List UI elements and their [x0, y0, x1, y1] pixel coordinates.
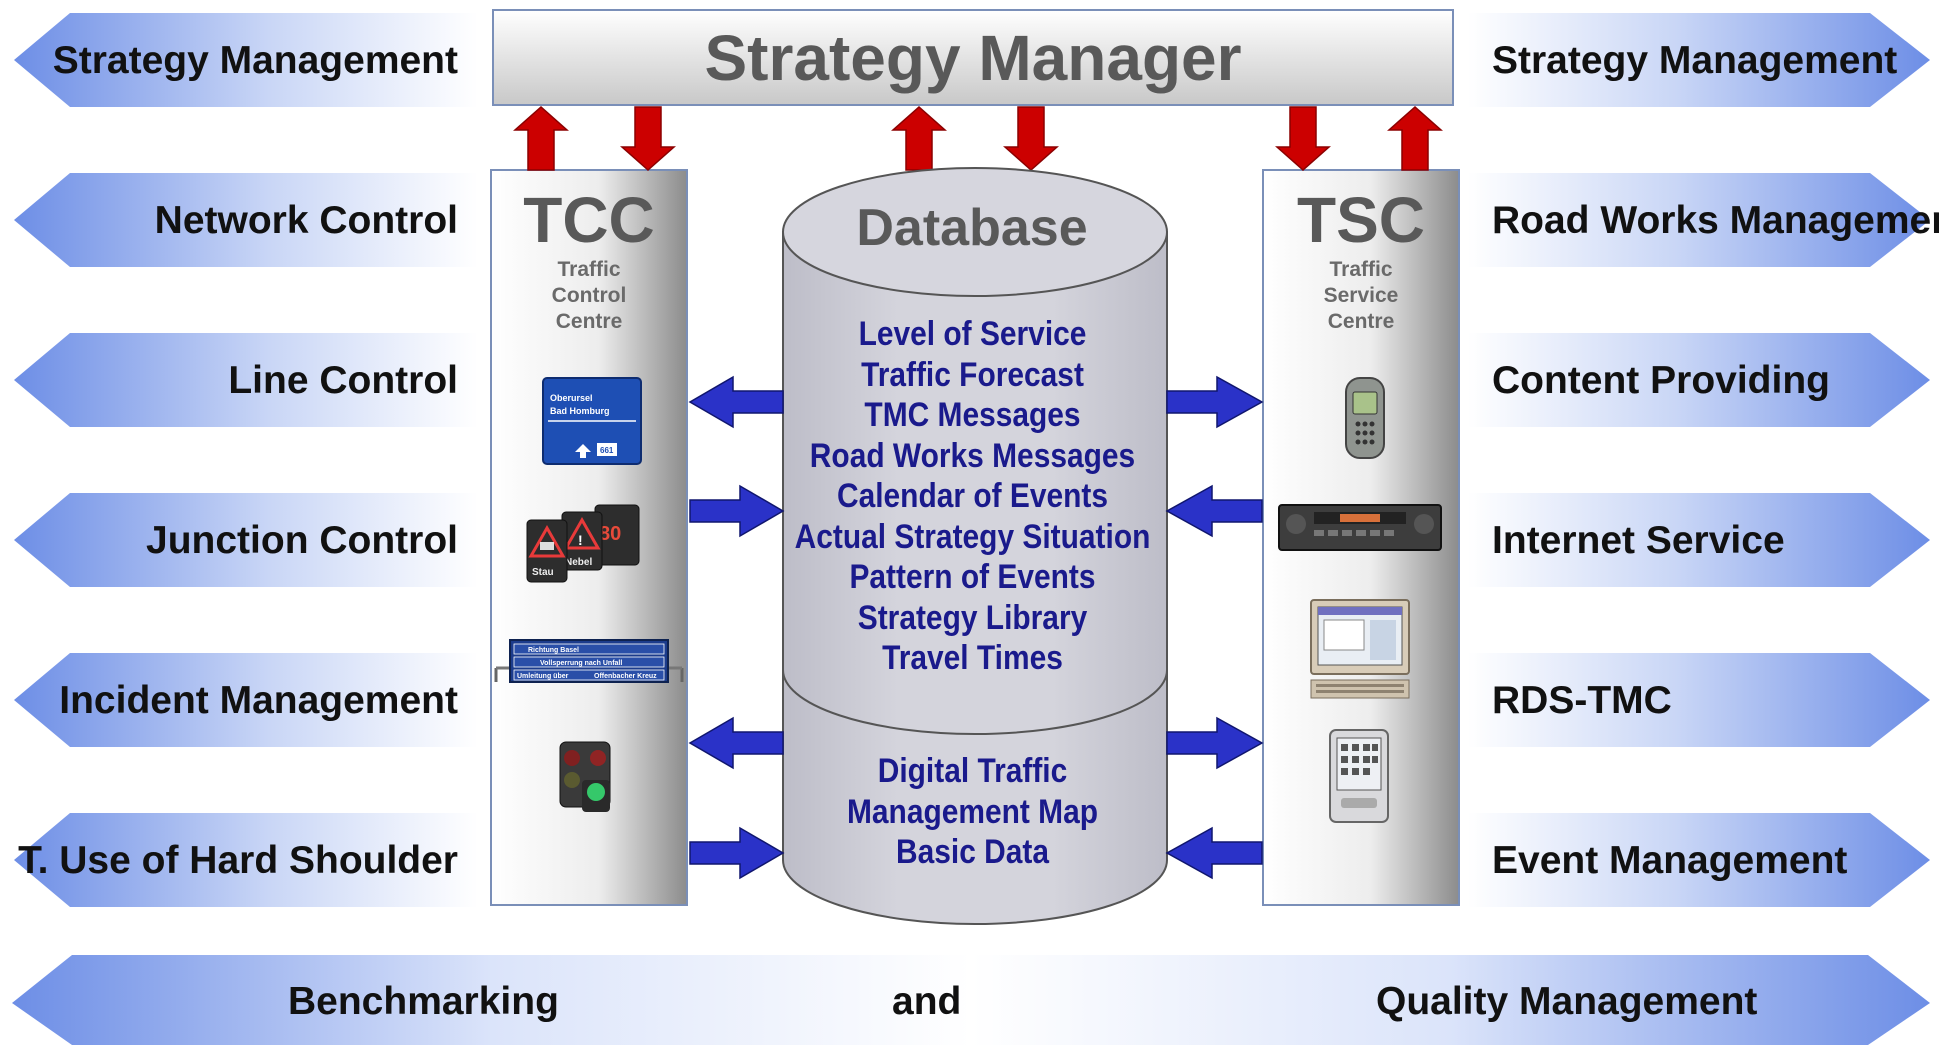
- left-arrow-3: [14, 333, 478, 427]
- tcc-abbreviation: TCC: [523, 184, 655, 256]
- right-arrow-4: [1468, 493, 1930, 587]
- database-item-list: Level of Service Traffic Forecast TMC Me…: [770, 314, 1175, 679]
- database-item: TMC Messages: [864, 396, 1081, 434]
- warning-signs-image: 80 ! Nebel Stau: [526, 504, 640, 583]
- overhead-sign-line-3: Umleitung über: [517, 673, 569, 680]
- right-arrow-1: [1468, 13, 1930, 107]
- red-down-arrow-db: [1003, 106, 1059, 172]
- database-item: Road Works Messages: [809, 436, 1136, 475]
- warning-sign-fog: Nebel: [565, 557, 592, 568]
- blue-connectors: [688, 375, 1264, 880]
- strategy-manager-box: [492, 9, 1454, 106]
- svg-text:!: !: [578, 532, 583, 548]
- database-item: Actual Strategy Situation: [794, 517, 1151, 556]
- database-lower-item: Basic Data: [895, 833, 1050, 871]
- connector-right-1: [1166, 375, 1264, 429]
- tsc-full-name: Traffic Service Centre: [1263, 257, 1459, 335]
- left-label-4: Junction Control: [146, 519, 458, 562]
- direction-sign-line-1: Oberursel: [550, 393, 593, 403]
- bottom-banner-arrow: [12, 955, 1930, 1045]
- database-item: Traffic Forecast: [861, 355, 1084, 394]
- connector-right-4: [1165, 826, 1263, 880]
- right-label-4: Internet Service: [1492, 519, 1785, 562]
- tsc-name-line-3: Centre: [1327, 310, 1395, 333]
- left-arrow-6: [14, 813, 478, 907]
- left-label-5: Incident Management: [59, 679, 458, 722]
- left-label-1: Strategy Management: [52, 39, 458, 82]
- left-arrow-2: [14, 173, 478, 267]
- right-label-6: Event Management: [1492, 839, 1848, 882]
- connector-left-3: [688, 716, 784, 770]
- bottom-label-quality-management: Quality Management: [1376, 980, 1758, 1023]
- overhead-sign-line-1: Richtung Basel: [528, 647, 579, 654]
- left-arrow-1: [14, 13, 478, 107]
- right-arrow-2: [1468, 173, 1930, 267]
- right-arrows: [1468, 13, 1930, 907]
- right-arrow-6: [1468, 813, 1930, 907]
- right-label-2: Road Works Management: [1492, 199, 1939, 242]
- direction-sign-number: 661: [600, 446, 614, 455]
- tcc-full-name: Traffic Control Centre: [491, 257, 687, 335]
- connector-left-4: [689, 826, 785, 880]
- connector-left-2: [689, 484, 785, 538]
- database-item: Calendar of Events: [836, 477, 1109, 515]
- left-label-3: Line Control: [228, 359, 458, 402]
- red-down-arrow-tcc: [620, 106, 676, 172]
- connector-right-3: [1166, 716, 1264, 770]
- left-arrow-4: [14, 493, 478, 587]
- tsc-abbreviation: TSC: [1297, 184, 1425, 256]
- tsc-name-line-1: Traffic: [1329, 258, 1393, 281]
- computer-image: [1310, 599, 1410, 699]
- tsc-name-line-2: Service: [1323, 284, 1399, 307]
- overhead-sign-line-2: Vollsperrung nach Unfall: [540, 660, 622, 667]
- strategy-manager-title: Strategy Manager: [704, 21, 1242, 94]
- database-item: Strategy Library: [857, 598, 1088, 637]
- direction-sign-image: Oberursel Bad Homburg 661: [542, 377, 642, 465]
- database-item: Travel Times: [882, 639, 1063, 677]
- red-up-arrow-db: [891, 105, 947, 171]
- bottom-label-benchmarking: Benchmarking: [288, 980, 559, 1023]
- connector-left-1: [688, 375, 784, 429]
- bottom-label-and: and: [892, 980, 962, 1023]
- warning-sign-speed: 80: [599, 523, 621, 545]
- right-label-5: RDS-TMC: [1492, 679, 1672, 722]
- tcc-name-line-1: Traffic: [557, 258, 621, 281]
- tcc-name-line-2: Control: [551, 284, 627, 307]
- direction-sign-line-2: Bad Homburg: [550, 406, 610, 416]
- red-up-arrow-tcc: [513, 105, 569, 171]
- database-cylinder: [782, 167, 1168, 925]
- database-lower-item: Management Map: [846, 792, 1099, 831]
- tcc-name-line-3: Centre: [555, 310, 623, 333]
- database-lower-item: Digital Traffic: [877, 752, 1068, 790]
- left-arrow-5: [14, 653, 478, 747]
- car-radio-image: [1278, 504, 1442, 551]
- red-arrows: [513, 105, 1443, 172]
- pda-image: [1329, 729, 1389, 823]
- database-item: Pattern of Events: [849, 558, 1096, 596]
- database-item: Level of Service: [858, 315, 1087, 353]
- overhead-gantry-sign-image: Richtung Basel Vollsperrung nach Unfall …: [494, 639, 684, 683]
- database-lower-item-list: Digital Traffic Management Map Basic Dat…: [770, 751, 1175, 873]
- traffic-light-image: [559, 741, 611, 812]
- right-arrow-5: [1468, 653, 1930, 747]
- red-down-arrow-tsc: [1275, 106, 1331, 172]
- left-arrows: [14, 13, 478, 907]
- mobile-phone-image: [1345, 377, 1385, 459]
- left-label-6: T. Use of Hard Shoulder: [18, 839, 458, 882]
- right-arrow-3: [1468, 333, 1930, 427]
- right-label-1: Strategy Management: [1492, 39, 1898, 82]
- warning-sign-jam: Stau: [532, 567, 554, 578]
- red-up-arrow-tsc: [1387, 105, 1443, 171]
- connector-right-2: [1165, 484, 1263, 538]
- left-label-2: Network Control: [154, 199, 458, 242]
- database-title: Database: [856, 199, 1088, 257]
- right-label-3: Content Providing: [1492, 359, 1830, 402]
- overhead-sign-line-4: Offenbacher Kreuz: [594, 673, 657, 680]
